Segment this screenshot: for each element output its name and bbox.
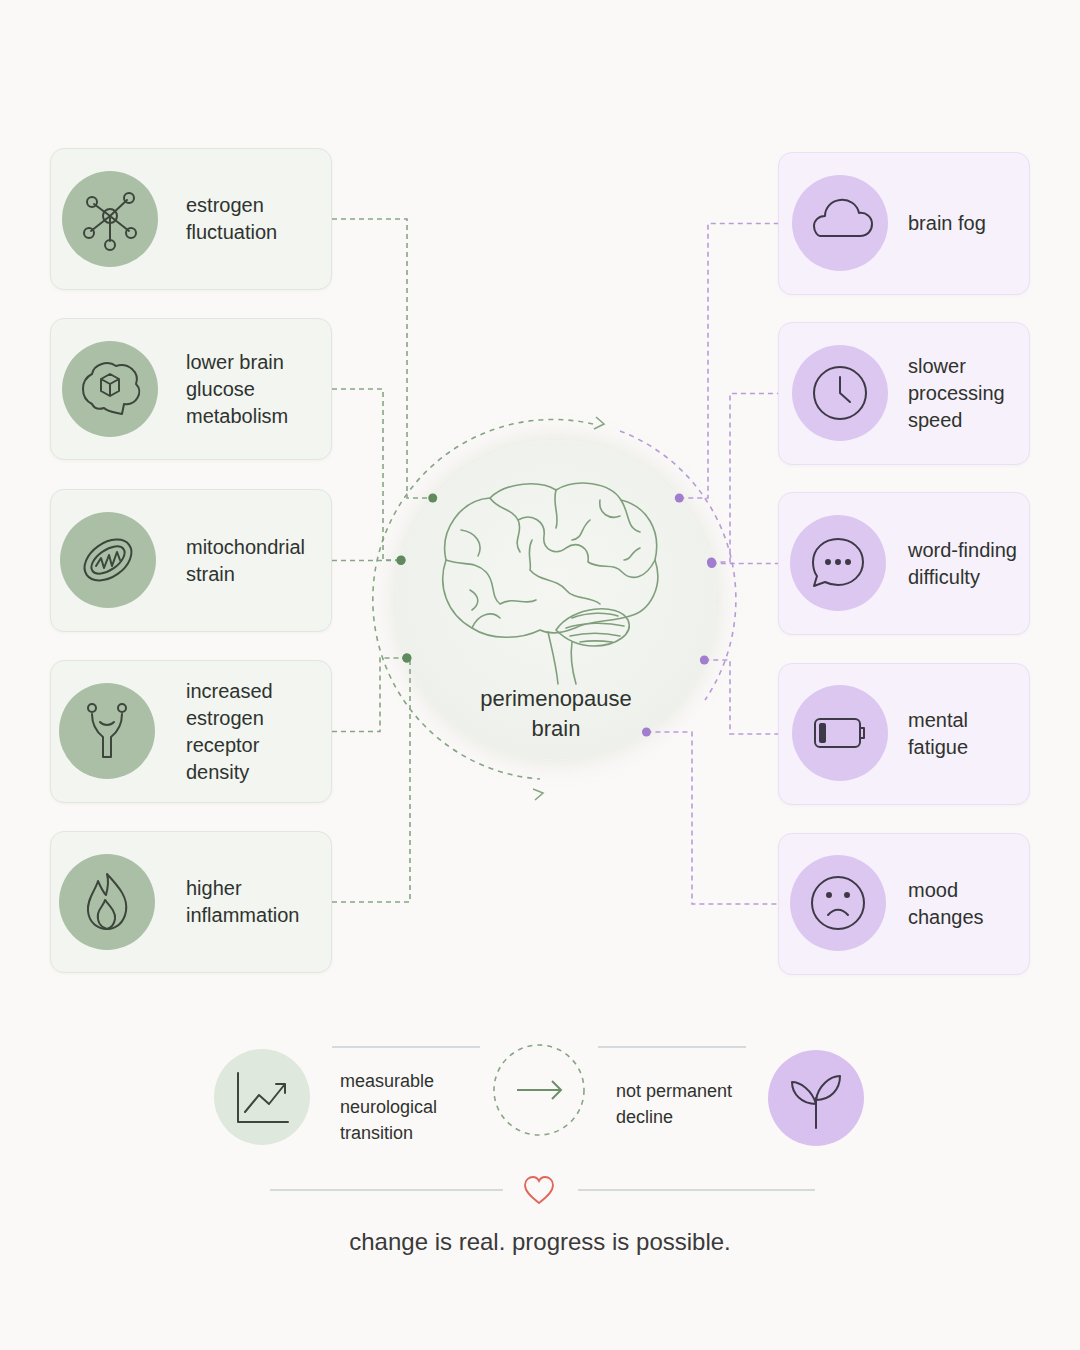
icon-disc [768, 1050, 864, 1146]
text-holder: lower brain glucose metabolism [186, 319, 321, 459]
caption: change is real. progress is possible. [0, 1228, 1080, 1256]
cause-box: mitochondrial strain [50, 489, 332, 632]
connector-line [332, 560, 401, 562]
dashed-ring [494, 1045, 584, 1135]
node-text: lower brain glucose metabolism [186, 349, 321, 430]
text-holder: estrogen fluctuation [186, 149, 321, 289]
sprout-icon [792, 1076, 840, 1128]
connector-line [646, 732, 778, 904]
stem [815, 1098, 817, 1128]
symptom-box: word-finding difficulty [778, 492, 1030, 635]
rule [578, 1189, 815, 1191]
node-text: slower processing speed [908, 353, 1028, 434]
cause-box: lower brain glucose metabolism [50, 318, 332, 460]
dashed-connector [332, 654, 411, 732]
center-circle: perimenopause brain [396, 440, 716, 760]
node-text: mitochondrial strain [186, 534, 321, 588]
connector-line [332, 389, 401, 560]
arc-head [533, 789, 543, 800]
leaf [792, 1082, 816, 1104]
node-text: higher inflammation [186, 875, 321, 929]
connector-line [332, 658, 410, 902]
connector-line [704, 660, 778, 734]
connector-line [332, 658, 407, 732]
symptom-box: mental fatigue [778, 663, 1030, 805]
dashed-connector [700, 656, 778, 735]
rule [598, 1046, 746, 1048]
node-text: brain fog [908, 210, 1028, 237]
cause-box: higher inflammation [50, 831, 332, 973]
cause-box: estrogen fluctuation [50, 148, 332, 290]
dashed-connector [332, 389, 406, 565]
text-holder: higher inflammation [186, 832, 321, 972]
dashed-connector [707, 394, 778, 567]
dashed-connector [332, 654, 411, 903]
symptom-box: mood changes [778, 833, 1030, 975]
text-holder: word-finding difficulty [908, 493, 1028, 634]
dashed-connector [642, 728, 778, 905]
node-text: mood changes [908, 877, 1028, 931]
rule [270, 1189, 503, 1191]
trend-chart-icon [238, 1073, 288, 1122]
icon-disc [214, 1049, 310, 1145]
node-text: mental fatigue [908, 707, 1028, 761]
cause-box: increased estrogen receptor density [50, 660, 332, 803]
dashed-connector [675, 224, 778, 503]
text-holder: mental fatigue [908, 664, 1028, 804]
text-holder: mitochondrial strain [186, 490, 321, 631]
text-holder: slower processing speed [908, 323, 1028, 464]
right-arrow [517, 1081, 561, 1099]
trend-line [245, 1084, 285, 1112]
leaf [816, 1076, 840, 1100]
connector-line [332, 219, 433, 498]
arc-head [594, 417, 604, 429]
text-holder: increased estrogen receptor density [186, 661, 321, 802]
symptom-box: brain fog [778, 152, 1030, 295]
note-label: not permanent decline [616, 1078, 751, 1130]
symptom-box: slower processing speed [778, 322, 1030, 465]
text-holder: mood changes [908, 834, 1028, 974]
connector-line [711, 394, 778, 563]
text-holder: perimenopause brain [396, 684, 716, 744]
heart-icon [525, 1177, 553, 1203]
connector-line [679, 224, 778, 499]
node-text: word-finding difficulty [908, 537, 1028, 591]
center-title: perimenopause brain [466, 684, 646, 744]
text-holder: brain fog [908, 153, 1028, 294]
rule [332, 1046, 480, 1048]
note-label: measurable neurological transition [340, 1068, 460, 1146]
connector-line [712, 563, 778, 565]
node-text: estrogen fluctuation [186, 192, 321, 246]
bottom-rules [270, 1047, 815, 1190]
transition-symbol [494, 1045, 584, 1135]
dashed-connector [332, 556, 405, 565]
dashed-connector [707, 559, 778, 568]
node-text: increased estrogen receptor density [186, 678, 321, 786]
dashed-connector [332, 219, 437, 503]
chart-axes [238, 1073, 288, 1122]
